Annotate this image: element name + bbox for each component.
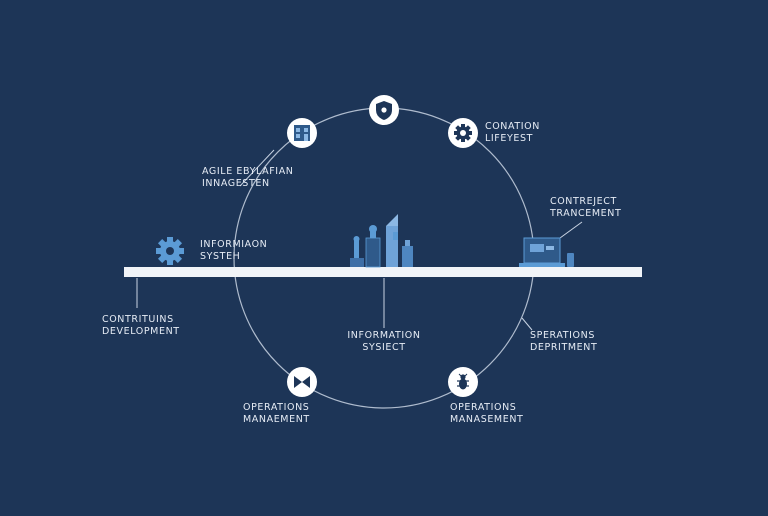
connector-agile: [239, 149, 275, 187]
label-conation: CONATION LIFEYEST: [485, 121, 540, 145]
cycle-node-bottom-left[interactable]: [287, 367, 317, 397]
cycle-node-bottom-right[interactable]: [448, 367, 478, 397]
label-contrituins-line2: DEVELOPMENT: [102, 326, 180, 337]
label-agile: AGILE EBYLAFIAN INNAGESTEN: [202, 166, 294, 190]
label-operations-right-line2: DEPRITMENT: [530, 342, 598, 353]
cycle-node-upper-right[interactable]: [448, 118, 478, 148]
bug-icon: [457, 373, 469, 390]
label-information-left: INFORMIAON SYSTEH: [200, 239, 267, 263]
label-contrituins: CONTRITUINS DEVELOPMENT: [102, 314, 180, 338]
connector-operations-right: [521, 317, 533, 331]
label-contrituins-line1: CONTRITUINS: [102, 314, 174, 325]
cycle-ring: [233, 107, 535, 409]
label-information-center-line1: INFORMATION: [347, 330, 421, 341]
label-information-center-line2: SYSIECT: [362, 342, 406, 353]
gear-icon: [454, 124, 472, 142]
label-operations-bl-line2: MANAEMENT: [243, 414, 310, 425]
cycle-node-top[interactable]: [369, 95, 399, 125]
label-conation-line1: CONATION: [485, 121, 540, 132]
label-contreject-line2: TRANCEMENT: [550, 208, 622, 219]
building-icon: [294, 125, 310, 141]
label-operations-right-line1: SPERATIONS: [530, 330, 595, 341]
connector-contreject: [559, 221, 583, 239]
label-operations-bl-line1: OPERATIONS: [243, 402, 310, 413]
label-operations-br-line2: MANASEMENT: [450, 414, 524, 425]
bowtie-icon: [294, 376, 310, 388]
label-conation-line2: LIFEYEST: [485, 133, 533, 144]
label-operations-br-line1: OPERATIONS: [450, 402, 517, 413]
timeline-bar: [124, 267, 642, 277]
label-operations-right: SPERATIONS DEPRITMENT: [530, 330, 597, 354]
label-agile-line2: INNAGESTEN: [202, 178, 270, 189]
label-operations-bottom-left: OPERATIONS MANAEMENT: [243, 402, 310, 426]
laptop-icon: [519, 237, 574, 267]
label-information-left-line1: INFORMIAON: [200, 239, 268, 250]
label-information-left-line2: SYSTEH: [200, 251, 241, 262]
label-information-center: INFORMATION SYSIECT: [347, 330, 420, 354]
city-skyline-icon: [350, 214, 413, 268]
label-operations-bottom-right: OPERATIONS MANASEMENT: [450, 402, 523, 426]
cycle-node-upper-left[interactable]: [287, 118, 317, 148]
shield-icon: [376, 101, 392, 120]
label-contreject: CONTREJECT TRANCEMENT: [550, 196, 621, 220]
label-contreject-line1: CONTREJECT: [550, 196, 617, 207]
label-agile-line1: AGILE EBYLAFIAN: [202, 166, 294, 177]
gear-icon: [156, 237, 184, 265]
